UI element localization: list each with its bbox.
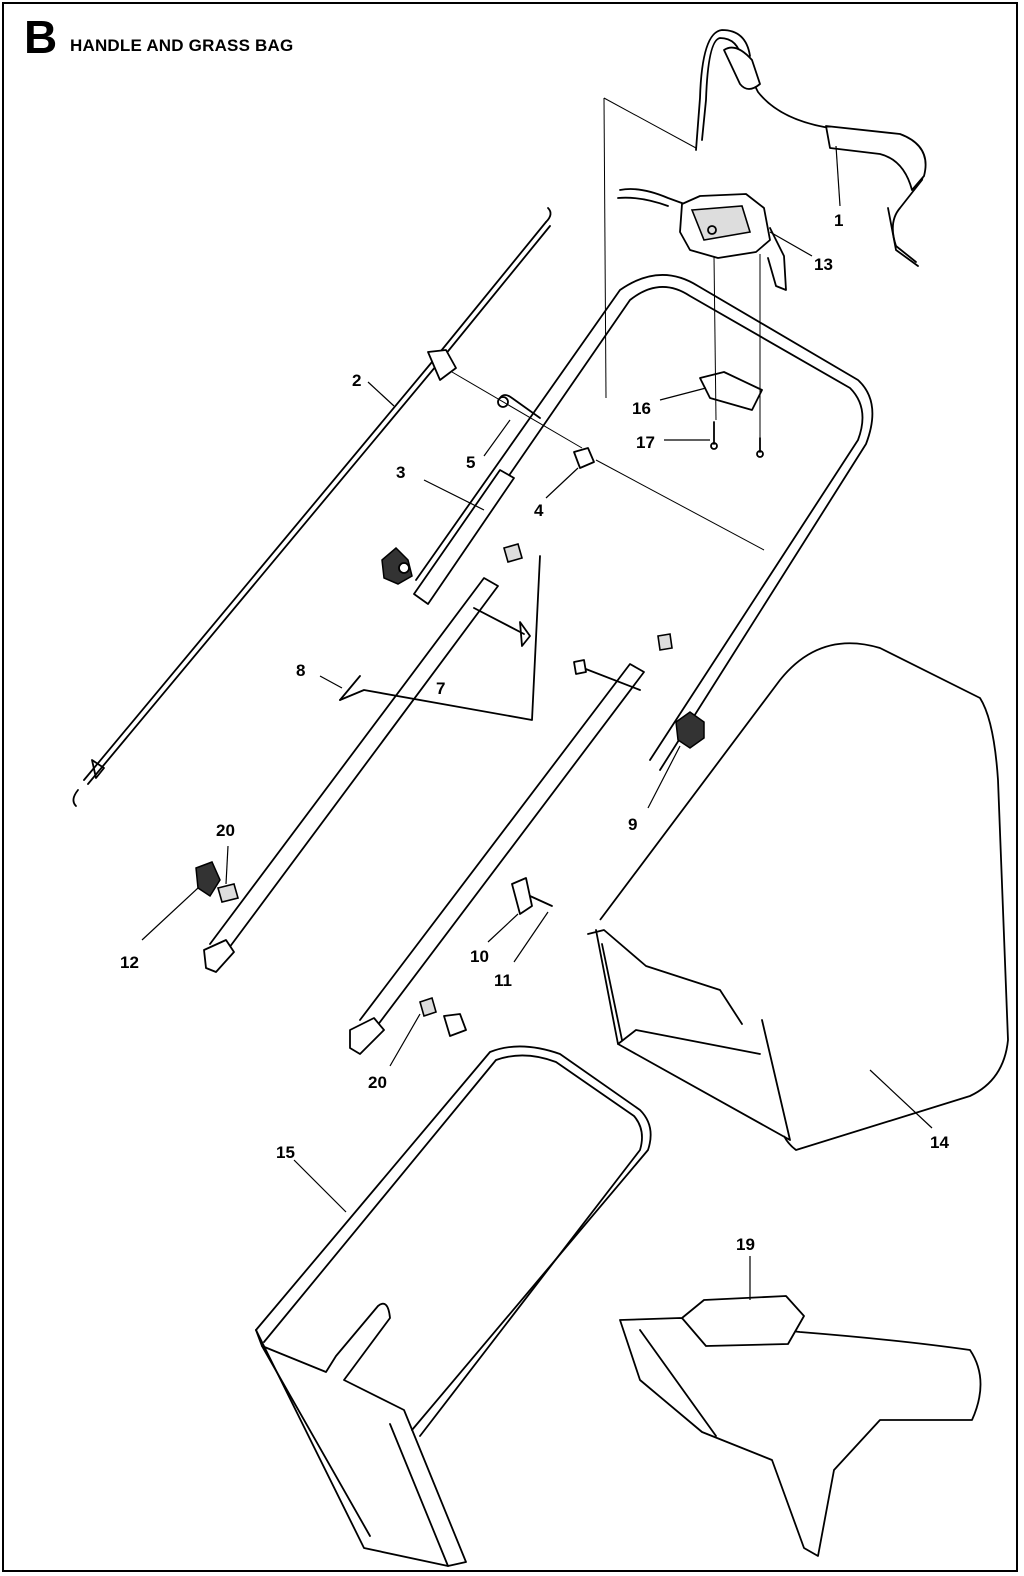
callout-1: 1 bbox=[834, 211, 843, 230]
callout-17: 17 bbox=[636, 433, 655, 452]
part-1-upper-handle bbox=[695, 29, 927, 267]
lower-handle-right bbox=[349, 663, 645, 1055]
part-5-bolt bbox=[497, 394, 541, 419]
callout-15: 15 bbox=[276, 1143, 295, 1162]
section-title: HANDLE AND GRASS BAG bbox=[70, 36, 294, 55]
callout-20-lower: 20 bbox=[368, 1073, 387, 1092]
part-15-bag-frame bbox=[255, 1045, 652, 1567]
callout-7: 7 bbox=[436, 679, 445, 698]
callout-10: 10 bbox=[470, 947, 489, 966]
part-4-clip bbox=[573, 447, 595, 469]
upper-handle-frame bbox=[415, 274, 874, 771]
part-19-deflector bbox=[619, 1295, 982, 1557]
callout-16: 16 bbox=[632, 399, 651, 418]
assembly-guide-lines bbox=[451, 97, 765, 551]
nut-right bbox=[657, 633, 673, 651]
part-17-screw-left bbox=[710, 421, 718, 450]
nut-upper-left bbox=[503, 543, 523, 563]
part-14-grass-bag bbox=[587, 642, 1009, 1151]
part-10-clamp bbox=[511, 877, 533, 915]
part-8-lower-handle-left bbox=[203, 555, 541, 973]
callout-2: 2 bbox=[352, 371, 361, 390]
section-letter: B bbox=[24, 11, 58, 63]
callout-9: 9 bbox=[628, 815, 637, 834]
part-20-nut-lower bbox=[419, 996, 467, 1037]
part-16-bracket bbox=[699, 254, 763, 438]
callout-20-upper: 20 bbox=[216, 821, 235, 840]
callout-11: 11 bbox=[494, 971, 512, 990]
callout-4: 4 bbox=[534, 501, 544, 520]
star-knob-upper-left bbox=[381, 546, 413, 585]
callout-12: 12 bbox=[120, 953, 139, 972]
part-11-screw bbox=[529, 895, 553, 907]
callout-8: 8 bbox=[296, 661, 305, 680]
bolt-right bbox=[573, 659, 641, 691]
callout-3: 3 bbox=[396, 463, 405, 482]
leader-lines bbox=[141, 145, 933, 1300]
part-3-lever bbox=[413, 469, 515, 605]
callout-19: 19 bbox=[736, 1235, 755, 1254]
callout-13: 13 bbox=[814, 255, 833, 274]
part-12-knob bbox=[195, 861, 221, 898]
part-2-cable bbox=[72, 207, 552, 807]
part-9-knob bbox=[675, 711, 705, 749]
part-17-screw-right bbox=[756, 437, 764, 458]
callout-14: 14 bbox=[930, 1133, 949, 1152]
part-13-control-box bbox=[617, 188, 787, 291]
callout-5: 5 bbox=[466, 453, 475, 472]
part-7-bolt bbox=[473, 607, 531, 647]
part-20-nut-left bbox=[217, 883, 239, 903]
